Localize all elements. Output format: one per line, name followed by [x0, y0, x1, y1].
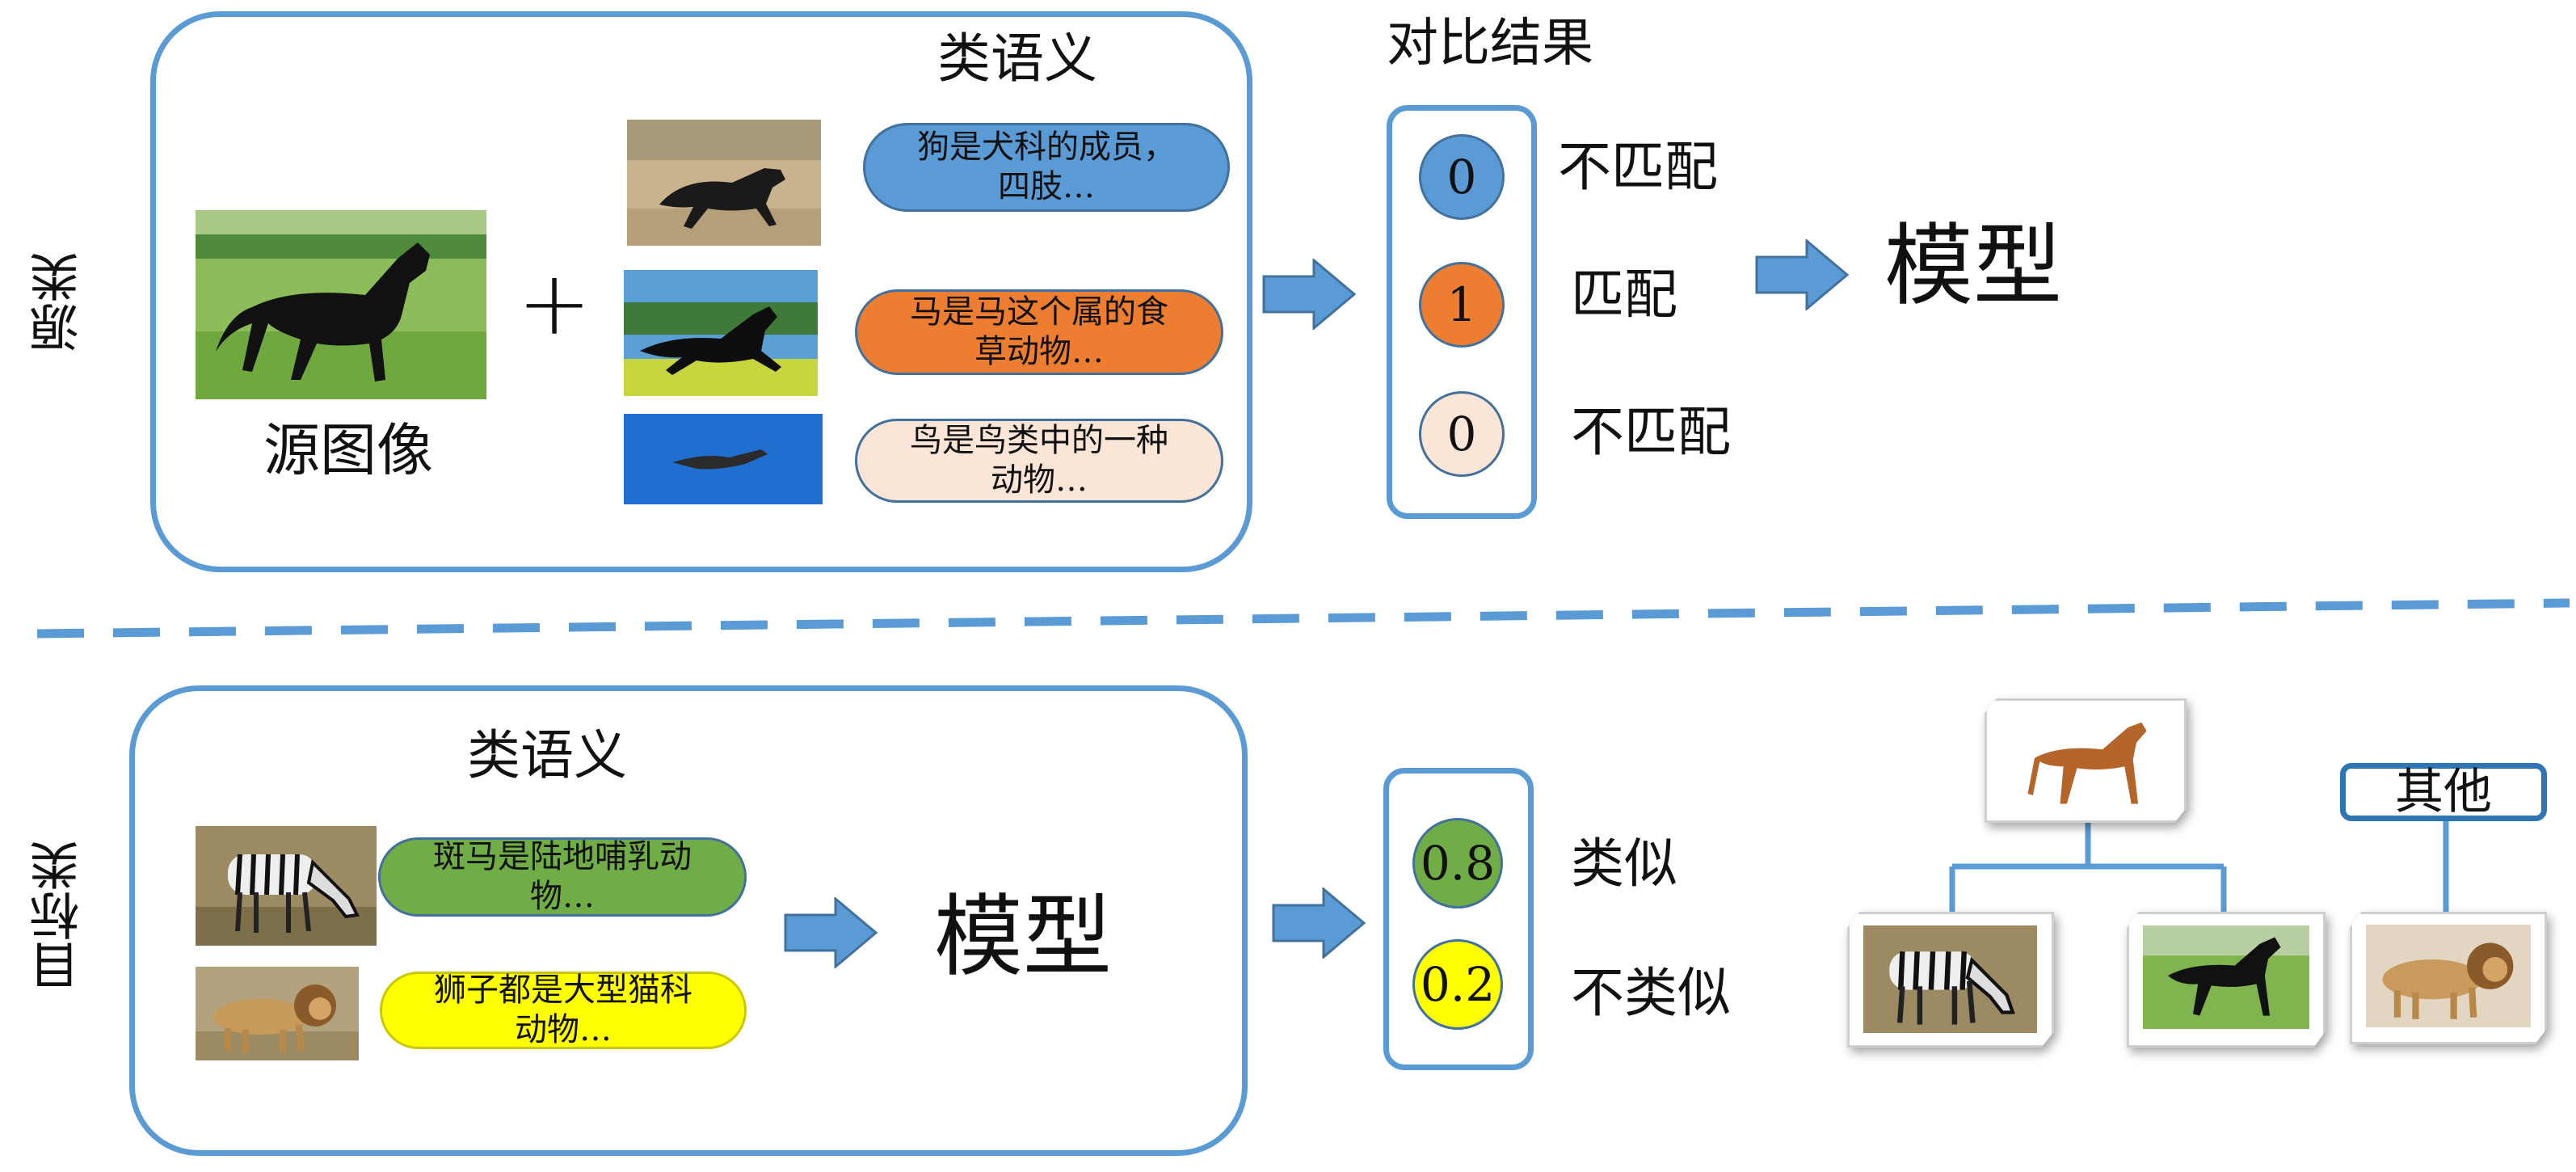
- zebra-image: [196, 826, 377, 946]
- source-side-label: 源类: [29, 252, 88, 352]
- source-horse-image: [196, 210, 486, 399]
- target-semantics-title: 类语义: [467, 724, 627, 786]
- bird-description-pill: 鸟是鸟类中的一种 动物…: [855, 419, 1223, 503]
- target-side-label: 目标类: [29, 841, 88, 991]
- plus-sign: +: [517, 251, 592, 355]
- source-score-column: [1387, 105, 1537, 519]
- other-box: 其他: [2340, 763, 2547, 821]
- lion-card: [2350, 912, 2547, 1044]
- black-horse-image: [624, 270, 818, 396]
- right-arrow-icon: [1272, 887, 1366, 959]
- zebra-description-pill: 斑马是陆地哺乳动 物…: [378, 837, 747, 917]
- zebra-card: [1847, 912, 2054, 1048]
- right-arrow-icon: [784, 897, 878, 968]
- score-circle-bird: 0: [1419, 391, 1505, 477]
- dashed-separator: [36, 598, 2570, 639]
- horse-description-pill: 马是马这个属的食 草动物…: [855, 289, 1223, 375]
- score-circle-dog: 0: [1419, 134, 1505, 220]
- dog-description-pill: 狗是犬科的成员， 四肢…: [863, 123, 1230, 212]
- result-label-horse: 匹配: [1571, 263, 1677, 326]
- score-circle-lion: 0.2: [1412, 939, 1503, 1030]
- bird-image: [624, 414, 823, 504]
- right-arrow-icon: [1755, 239, 1850, 310]
- other-label: 其他: [2395, 764, 2492, 820]
- target-model-label: 模型: [934, 885, 1112, 989]
- target-score-column: [1383, 768, 1534, 1070]
- lion-description-pill: 狮子都是大型猫科 动物…: [380, 972, 747, 1049]
- source-semantics-title: 类语义: [937, 27, 1097, 90]
- target-panel: [129, 685, 1248, 1156]
- right-arrow-icon: [1262, 259, 1357, 330]
- score-circle-zebra: 0.8: [1412, 818, 1503, 909]
- lion-image: [196, 967, 359, 1060]
- result-label-bird: 不匹配: [1571, 401, 1731, 463]
- hierarchy-connectors: [1949, 816, 2449, 913]
- score-circle-horse: 1: [1419, 262, 1505, 348]
- parent-horse-card: [1985, 698, 2187, 823]
- similarity-label-lion: 不类似: [1571, 962, 1731, 1024]
- source-panel: [150, 11, 1252, 572]
- similarity-label-zebra: 类似: [1571, 833, 1677, 895]
- results-title: 对比结果: [1387, 14, 1593, 74]
- black-horse-card: [2127, 912, 2326, 1048]
- dog-image: [627, 120, 821, 246]
- source-image-label: 源图像: [263, 417, 433, 483]
- source-model-label: 模型: [1884, 214, 2062, 318]
- result-label-dog: 不匹配: [1558, 136, 1718, 198]
